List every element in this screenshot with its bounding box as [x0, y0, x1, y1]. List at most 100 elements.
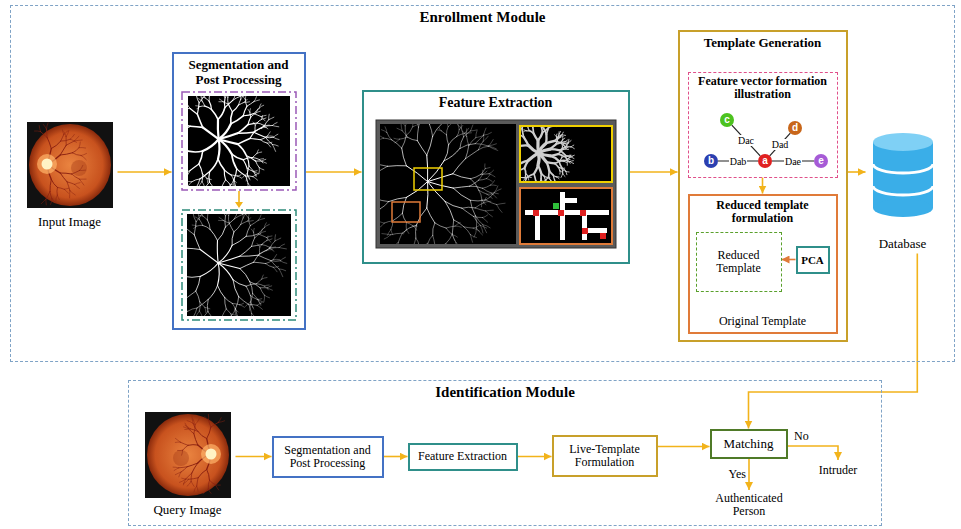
vessel [177, 248, 185, 251]
vessel [456, 133, 464, 136]
vessel [508, 164, 510, 167]
vessel [172, 142, 178, 148]
vessel [226, 210, 229, 215]
vessel [60, 139, 70, 141]
vessel [555, 136, 557, 139]
vessel [255, 109, 257, 113]
vessel [200, 263, 218, 276]
vessel [187, 420, 193, 423]
vessel [430, 110, 434, 115]
vessel [483, 201, 490, 203]
vessel [60, 152, 72, 154]
vessel [175, 244, 185, 248]
vessel [426, 208, 434, 223]
outcome-label: Authenticated Person [702, 492, 796, 518]
vessel [232, 303, 239, 304]
vessel [452, 219, 453, 233]
vessel [375, 198, 388, 201]
vessel [448, 122, 452, 126]
vessel [201, 211, 203, 215]
vessel [482, 170, 483, 174]
database-symbol: Database [866, 128, 940, 254]
vessel [266, 246, 270, 250]
vessel [550, 154, 558, 156]
vessel [246, 168, 248, 175]
vessel [412, 119, 414, 126]
vessel [253, 232, 254, 238]
vessel [523, 130, 525, 132]
vessel [62, 129, 63, 134]
vessel [264, 224, 269, 228]
vessel [81, 155, 86, 159]
vessel [261, 277, 266, 279]
vessel [406, 229, 409, 233]
vessel [523, 129, 525, 131]
vessel [552, 121, 556, 122]
vessel [45, 199, 46, 205]
image-ground [520, 126, 612, 182]
vessel [272, 122, 277, 125]
vessel [260, 139, 267, 142]
vessel [202, 207, 204, 213]
vessel [40, 131, 47, 137]
vessel [470, 234, 476, 237]
vessel [464, 226, 473, 227]
vessel [202, 173, 206, 178]
vessel [173, 161, 177, 164]
vessel [455, 222, 460, 226]
vessel [279, 268, 286, 270]
vessel [509, 170, 513, 171]
vessel [456, 242, 461, 247]
vessel [262, 159, 266, 161]
vessel [203, 189, 205, 195]
vessel [399, 137, 407, 139]
vessel [257, 299, 261, 304]
vessel [256, 283, 264, 285]
vessel [558, 133, 559, 136]
vessel [221, 87, 222, 92]
vessel [203, 94, 205, 98]
vessel [205, 97, 209, 100]
vessel [544, 134, 547, 143]
vessel [459, 143, 474, 148]
vessel [239, 255, 258, 256]
vessel [424, 112, 425, 118]
vessel [246, 286, 250, 296]
vessel [402, 130, 407, 136]
image-frame [376, 120, 616, 248]
vessel [184, 107, 190, 109]
vessel [182, 102, 186, 103]
vessel [362, 164, 366, 167]
vessel [206, 469, 209, 480]
module-title: Identification Module [129, 381, 881, 401]
image-ground [187, 214, 291, 316]
vessel [452, 158, 465, 173]
connector [630, 171, 678, 173]
vessel [528, 176, 531, 178]
vessel [565, 146, 567, 148]
vessel [247, 109, 249, 112]
vessel [232, 94, 235, 100]
vessel [248, 217, 250, 225]
vessel [191, 186, 196, 191]
vessel [245, 176, 247, 184]
vessel [234, 309, 235, 314]
vessel [224, 169, 231, 174]
vessel [250, 220, 258, 225]
vessel [231, 308, 235, 315]
vessel [204, 91, 210, 95]
vessel [64, 188, 68, 189]
vessel [541, 117, 543, 121]
vessel [243, 213, 246, 217]
vessel [369, 173, 375, 180]
vessel [561, 139, 563, 142]
vessel [474, 228, 477, 237]
vessel [429, 124, 432, 136]
vessel [248, 304, 256, 306]
vessel [538, 165, 541, 173]
vessel [79, 147, 86, 148]
vessel [562, 132, 563, 135]
vessel [412, 247, 413, 254]
vessel [365, 173, 375, 175]
vessel [512, 134, 514, 135]
